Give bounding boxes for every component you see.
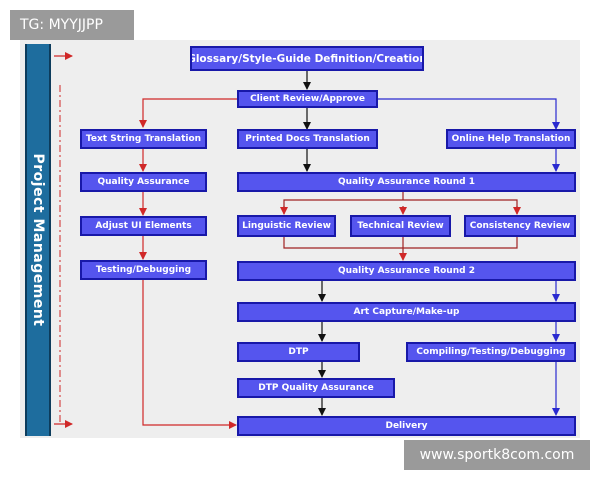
node-printed-docs-translation: Printed Docs Translation <box>237 129 378 149</box>
node-dtp-quality-assurance: DTP Quality Assurance <box>237 378 395 398</box>
project-management-bar <box>25 44 51 436</box>
node-testing-debugging: Testing/Debugging <box>80 260 207 280</box>
node-linguistic-review: Linguistic Review <box>237 215 336 237</box>
node-consistency-review: Consistency Review <box>464 215 576 237</box>
node-technical-review: Technical Review <box>350 215 451 237</box>
node-compiling-testing-debugging: Compiling/Testing/Debugging <box>406 342 576 362</box>
node-adjust-ui-elements: Adjust UI Elements <box>80 216 207 236</box>
node-qa-round-1: Quality Assurance Round 1 <box>237 172 576 192</box>
node-text-string-translation: Text String Translation <box>80 129 207 149</box>
node-glossary: Glossary/Style-Guide Definition/Creation <box>190 46 424 71</box>
watermark-top-left: TG: MYYJJPP <box>10 10 134 40</box>
node-delivery: Delivery <box>237 416 576 436</box>
node-dtp: DTP <box>237 342 360 362</box>
node-client-review: Client Review/Approve <box>237 90 378 108</box>
node-art-capture: Art Capture/Make-up <box>237 302 576 322</box>
watermark-url: www.sportk8com.com <box>404 440 590 470</box>
node-online-help-translation: Online Help Translation <box>446 129 576 149</box>
node-qa-round-2: Quality Assurance Round 2 <box>237 261 576 281</box>
node-quality-assurance: Quality Assurance <box>80 172 207 192</box>
